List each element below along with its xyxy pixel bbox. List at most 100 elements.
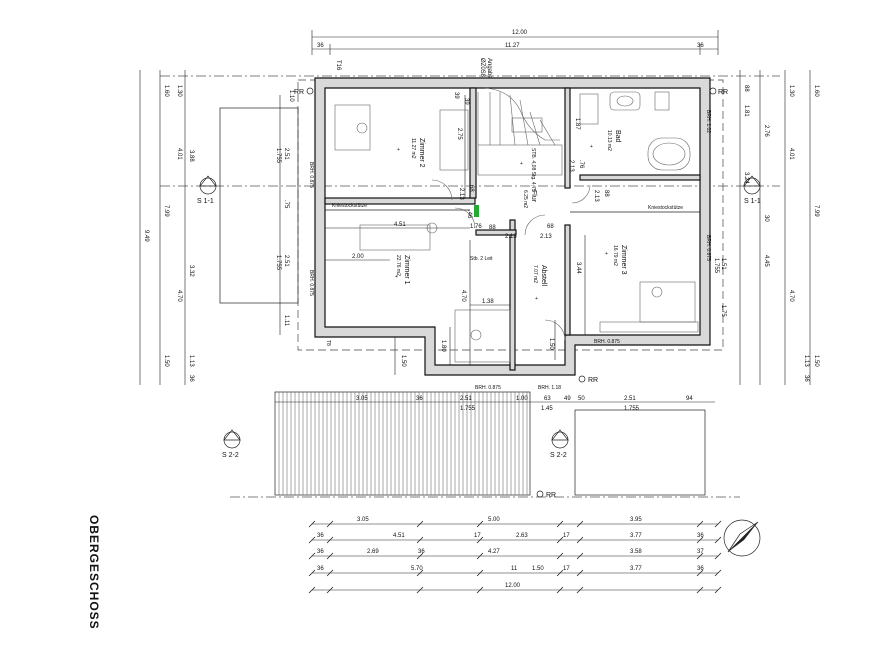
ldim-388: 3.88 bbox=[188, 150, 194, 162]
tdim-d: 1.00 bbox=[516, 396, 528, 402]
dim-213-a: 2.13 bbox=[505, 234, 517, 240]
dim-tick bbox=[326, 520, 334, 528]
bdim-r2-5: 3.77 bbox=[630, 533, 642, 539]
dim-tick bbox=[416, 586, 424, 594]
dim-tick bbox=[308, 586, 316, 594]
rdim-160: 1.60 bbox=[813, 85, 819, 97]
dim-tick bbox=[696, 552, 704, 560]
ldim-1755a: 1.755 bbox=[275, 148, 281, 164]
dim-tick bbox=[576, 552, 584, 560]
rdim-181: 1.81 bbox=[743, 105, 749, 117]
crosshair-zimmer1: + bbox=[395, 274, 398, 280]
tdim-g: 49 bbox=[564, 396, 571, 402]
dim-tick bbox=[476, 552, 484, 560]
ldim-111: 1.11 bbox=[283, 315, 289, 327]
rdim-30: 30 bbox=[763, 215, 769, 222]
dim-tick bbox=[556, 552, 564, 560]
dim-tick bbox=[696, 569, 704, 577]
bdim-r4-5: 3.77 bbox=[630, 566, 642, 572]
room-flur-name: Flur bbox=[530, 190, 537, 203]
rr-bottom: RR bbox=[546, 492, 556, 499]
tdim-h: 50 bbox=[578, 396, 585, 402]
bdim-r4-1: 5.70 bbox=[411, 566, 423, 572]
bdim-r2-3: 2.63 bbox=[516, 533, 528, 539]
bdim-r5-0: 12.00 bbox=[505, 583, 521, 589]
bdim-r4-3: 1.50 bbox=[532, 566, 544, 572]
dim-39-b: 39 bbox=[463, 98, 469, 105]
label-t8: T8 bbox=[325, 340, 331, 346]
room-bad-area: 10.13 m2 bbox=[606, 130, 612, 151]
dim-tick bbox=[714, 586, 722, 594]
rdim-324: 3.24 bbox=[743, 172, 749, 184]
rdim-151: 1.51 bbox=[720, 258, 726, 270]
brh-right-top: BRH. 1.02 bbox=[705, 110, 711, 133]
bdim-r3-5: 37 bbox=[697, 549, 704, 555]
ldim-110: 1.10 bbox=[288, 90, 294, 102]
dim-top-middle: 11.27 bbox=[505, 43, 520, 49]
ldim-251a: 2.51 bbox=[283, 148, 289, 160]
dim-tick bbox=[696, 536, 704, 544]
dim-tick bbox=[476, 520, 484, 528]
brh-bottom-mid: BRH. 0.875 bbox=[475, 385, 501, 391]
bdim-r3-4: 3.58 bbox=[630, 549, 642, 555]
ldim-470: 4.70 bbox=[176, 290, 182, 302]
dim-tick bbox=[476, 586, 484, 594]
rr-top-right: RR bbox=[718, 89, 728, 96]
room-zimmer2-area: 11.27 m2 bbox=[410, 138, 416, 159]
dim-tick bbox=[416, 552, 424, 560]
note-angaben: Angaben bbox=[486, 58, 492, 82]
ldim-1755b: 1.755 bbox=[275, 255, 281, 271]
section-s11-right: S 1-1 bbox=[744, 198, 761, 205]
dim-tick bbox=[308, 536, 316, 544]
dim-tick bbox=[714, 536, 722, 544]
crosshair-abstell: + bbox=[535, 296, 538, 302]
stair-lbl: Stb. 2 Leit bbox=[470, 256, 493, 262]
terrace bbox=[219, 107, 706, 496]
crosshair-zimmer2: + bbox=[397, 147, 400, 153]
dim-tick bbox=[576, 520, 584, 528]
ldim-36: 36 bbox=[188, 375, 194, 382]
room-labels: Zimmer 2 11.27 m2 Flur 6.25 m2 Bad 10.13… bbox=[395, 130, 627, 302]
bdim-r4-6: 36 bbox=[697, 566, 704, 572]
bdim-r4-2: 11 bbox=[511, 566, 518, 572]
dim-tick bbox=[556, 536, 564, 544]
dim-tick bbox=[416, 536, 424, 544]
dim-tick bbox=[576, 586, 584, 594]
top-dimensions: 12.00 36 11.27 36 Angaben ØZ0S8S0 T16 bbox=[311, 30, 719, 85]
brh-bottom-right: BRH. 0.875 bbox=[594, 339, 620, 345]
plan-title: OBERGESCHOSS bbox=[87, 515, 101, 630]
ldim-130: 1.30 bbox=[176, 85, 182, 97]
north-arrow-icon bbox=[723, 519, 761, 557]
bdim-r3-0: 36 bbox=[317, 549, 324, 555]
tdim-f: 1.45 bbox=[541, 406, 553, 412]
dim-68-b: 68 bbox=[468, 185, 474, 192]
room-abstell-area: 7.07 m2 bbox=[532, 265, 538, 283]
brh-left-top: BRH. 0.875 bbox=[308, 162, 314, 188]
dim-88: 88 bbox=[489, 225, 496, 231]
kniestock-lines: Kniestockstütze Kniestockstütze bbox=[325, 203, 700, 213]
bdim-r1-2: 3.95 bbox=[630, 517, 642, 523]
dim-tick bbox=[714, 569, 722, 577]
interior-dimensions: 4.51 2.00 4.70 1.38 1.80 3.44 2.75 2.13 … bbox=[325, 92, 609, 375]
ldim-401: 4.01 bbox=[176, 148, 182, 160]
rr-mid: RR bbox=[588, 377, 598, 384]
dim-top-left: 36 bbox=[317, 43, 324, 49]
rdim-113: 1.13 bbox=[803, 355, 809, 367]
dim-tick bbox=[326, 586, 334, 594]
bottom-dimensions: 3.05 5.00 3.95 36 4.51 17 2.63 17 3.77 3… bbox=[308, 517, 722, 594]
rdim-276: 2.76 bbox=[763, 125, 769, 137]
rdim-799: 7.99 bbox=[813, 205, 819, 217]
section-markers: S 1-1 S 1-1 S 2-2 S 2-2 bbox=[197, 175, 761, 459]
rdim-470: 4.70 bbox=[788, 290, 794, 302]
dim-46: .46 bbox=[466, 210, 472, 219]
dim-tick bbox=[556, 586, 564, 594]
dim-tick bbox=[576, 536, 584, 544]
dim-076: .76 bbox=[578, 160, 584, 169]
dim-tick bbox=[714, 552, 722, 560]
bdim-r4-4: 17 bbox=[563, 566, 570, 572]
right-dimensions: 7.99 1.50 1.60 1.30 4.01 4.70 1.13 36 2.… bbox=[713, 70, 819, 385]
dim-138: 1.38 bbox=[482, 299, 494, 305]
interior-walls bbox=[324, 87, 701, 371]
bottom-ticks bbox=[308, 520, 722, 594]
rdim-88: 88 bbox=[743, 85, 749, 92]
